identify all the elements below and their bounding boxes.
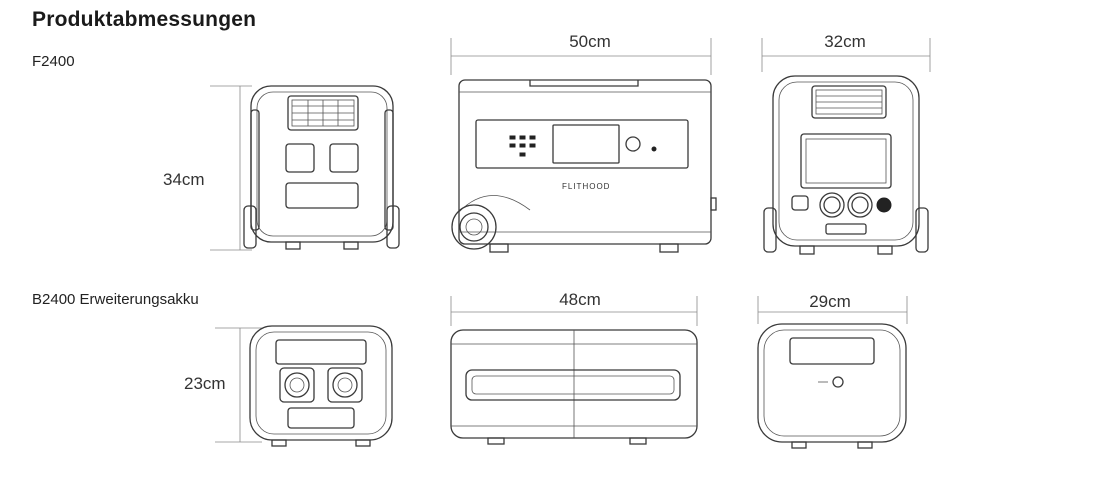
b2400-front-view [249, 325, 393, 447]
b2400-back-view [757, 323, 907, 449]
b2400-height-label: 23cm [184, 374, 226, 393]
f2400-length-label: 50cm [569, 32, 611, 51]
dimension-lines [210, 38, 931, 443]
f2400-depth-label: 32cm [824, 32, 866, 51]
b2400-depth-label: 29cm [809, 292, 851, 311]
f2400-back-view [763, 75, 929, 255]
b2400-side-view [450, 329, 698, 445]
f2400-height-label: 34cm [163, 170, 205, 189]
f2400-side-view: FLITHOOD [451, 79, 717, 253]
b2400-length-label: 48cm [559, 290, 601, 309]
model-label-f2400: F2400 [32, 53, 75, 70]
page-title: Produktabmessungen [32, 8, 257, 31]
model-label-b2400: B2400 Erweiterungsakku [32, 291, 199, 308]
f2400-front-view [243, 85, 400, 250]
brand-logo: FLITHOOD [562, 182, 610, 191]
